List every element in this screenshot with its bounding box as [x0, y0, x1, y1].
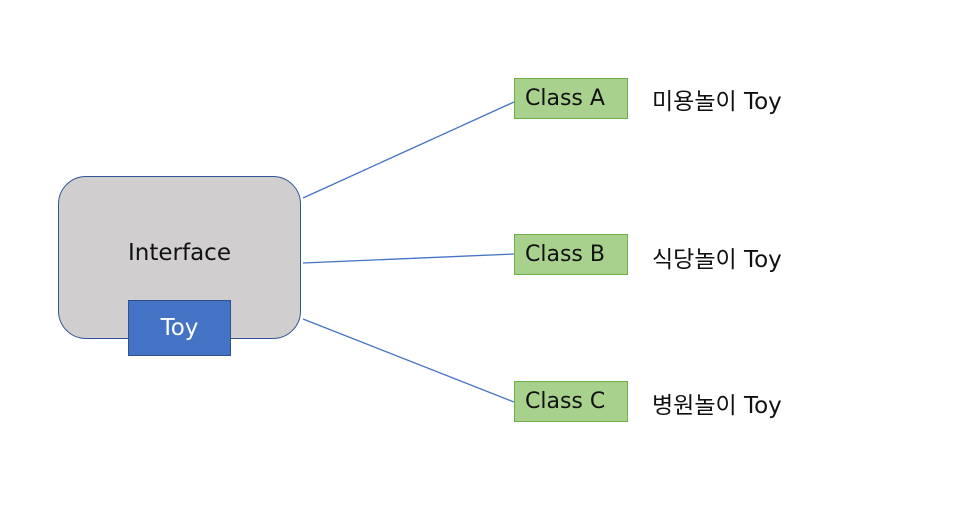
interface-label: Interface [128, 240, 231, 266]
class-a-description: 미용놀이 Toy [652, 89, 782, 115]
class-a-box: Class A [514, 78, 628, 119]
class-c-description: 병원놀이 Toy [652, 393, 782, 419]
toy-box: Toy [128, 300, 231, 356]
class-b-description: 식당놀이 Toy [652, 247, 782, 273]
connector-interface-class-b [302, 253, 515, 264]
class-c-box: Class C [514, 381, 628, 422]
class-b-box: Class B [514, 234, 628, 275]
connector-interface-class-c [302, 318, 515, 403]
connector-interface-class-a [302, 101, 515, 199]
